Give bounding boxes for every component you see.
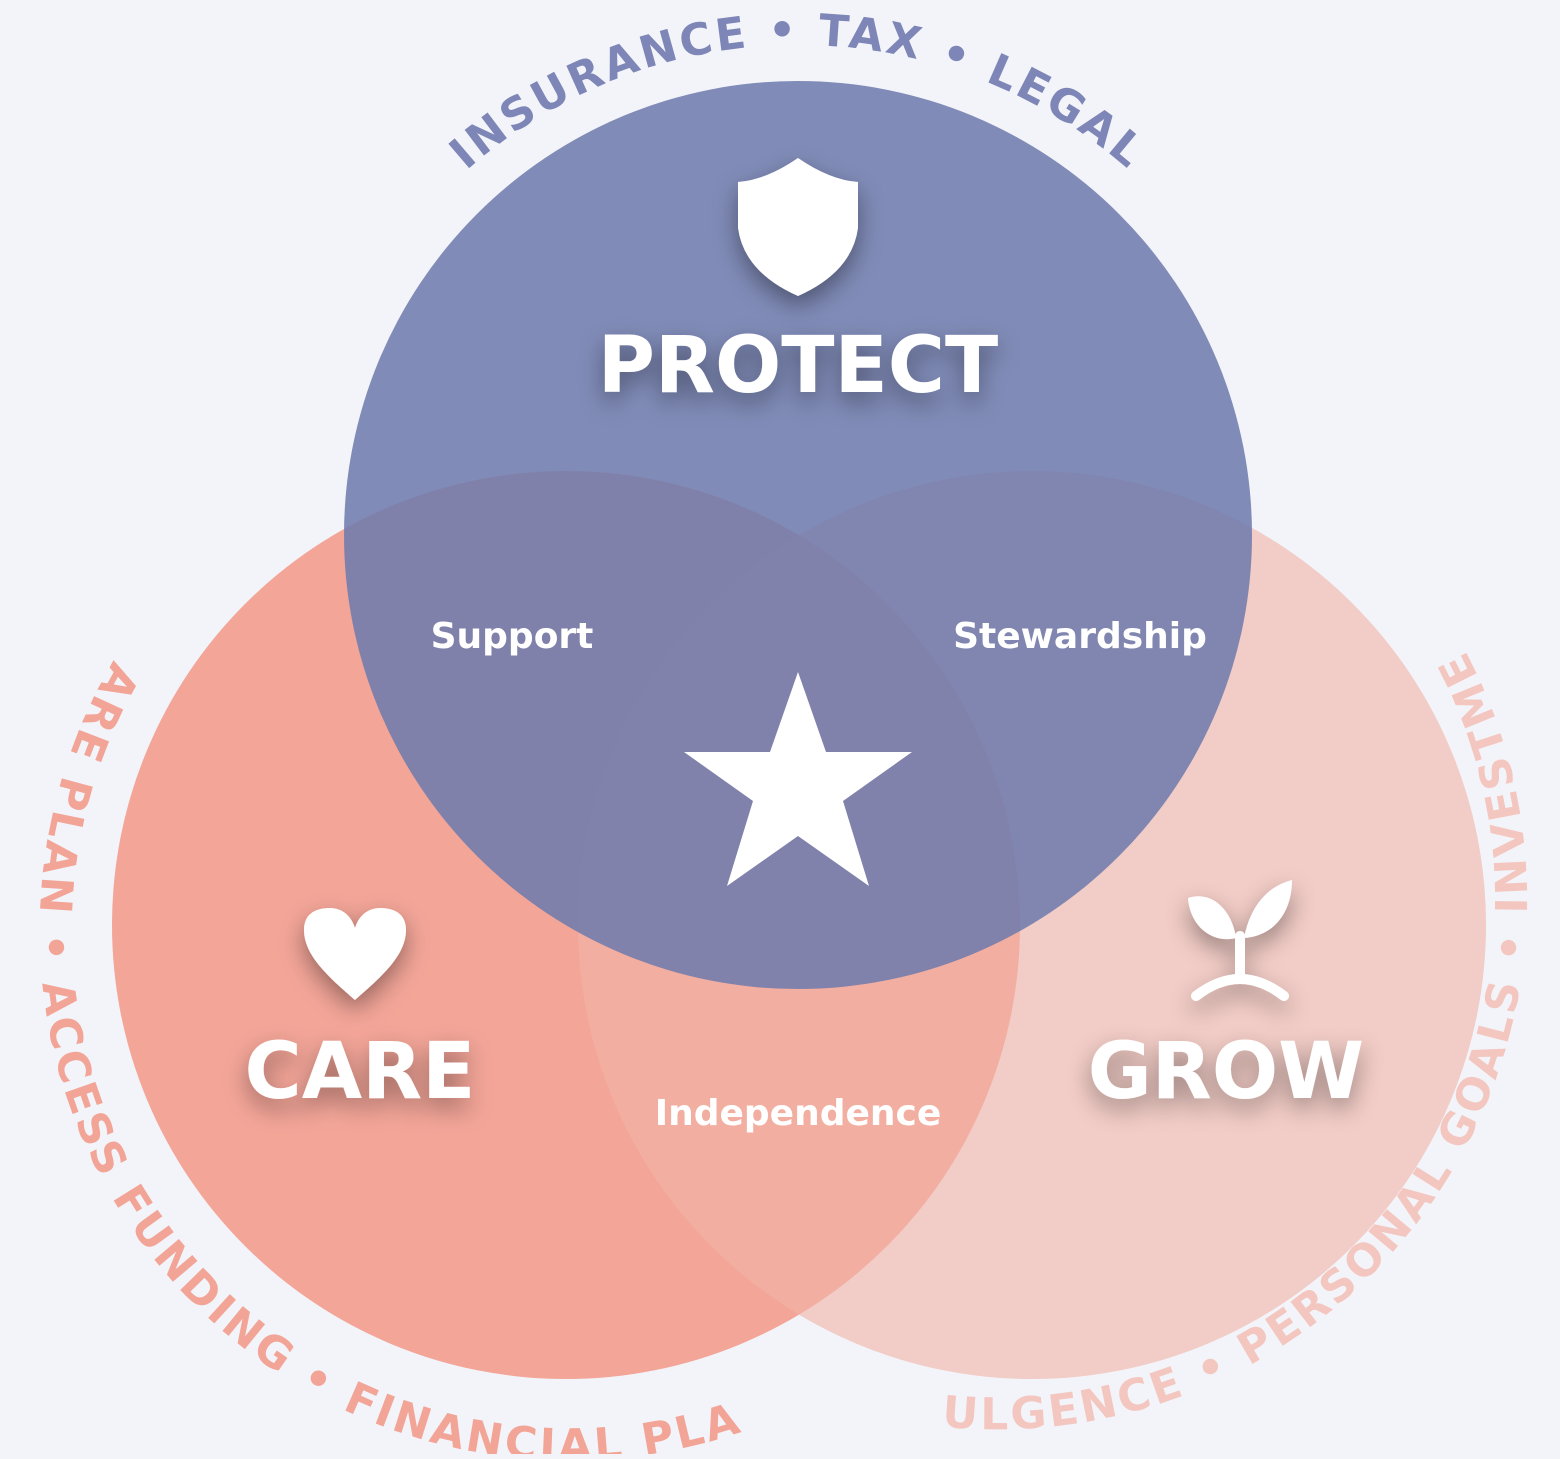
star-icon [684,672,912,886]
support-label: Support [431,616,594,657]
grow-title: GROW [1088,1027,1364,1117]
care-title: CARE [245,1027,476,1117]
independence-label: Independence [655,1093,942,1134]
sprout-icon [1188,880,1292,1001]
protect-title: PROTECT [598,321,998,411]
stewardship-label: Stewardship [953,616,1207,657]
heart-icon [304,908,406,1000]
shield-icon [738,158,858,296]
protect-circle [344,81,1252,989]
